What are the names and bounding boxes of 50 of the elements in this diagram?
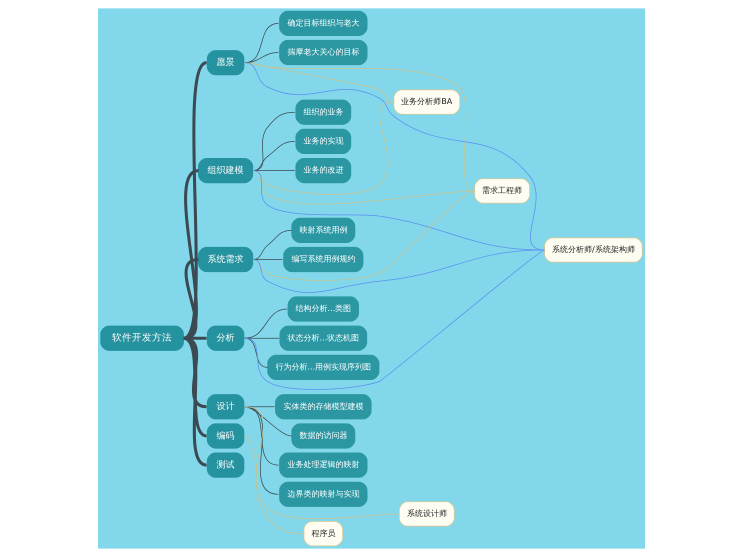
connector	[244, 22, 279, 64]
node-box: 业务处理逻辑的映射	[279, 452, 368, 478]
connector	[244, 62, 476, 192]
node-box: 业务分析师BA	[393, 89, 460, 115]
node-box: 业务的实现	[295, 128, 352, 154]
node-box: 组织的业务	[295, 100, 352, 125]
connector	[252, 170, 296, 171]
node-box: 需求工程师	[474, 178, 530, 204]
node-box: 确定目标组织与老大	[279, 10, 368, 36]
node-box: 愿景	[206, 50, 244, 76]
connector	[244, 406, 399, 520]
connector	[244, 406, 279, 495]
node-box: 软件开发方法	[100, 326, 184, 351]
connector	[252, 141, 296, 171]
connector	[182, 62, 208, 340]
node-box: 边界类的映射与实现	[279, 482, 368, 507]
connector	[244, 250, 545, 390]
node-box: 系统设计师	[398, 501, 455, 527]
node-box: 实体类的存储模型建模	[275, 394, 372, 420]
connector	[252, 259, 283, 260]
connector	[252, 102, 394, 195]
connector	[252, 230, 292, 260]
node-box: 组织建模	[198, 158, 254, 184]
connector	[182, 336, 208, 467]
connector	[244, 436, 304, 534]
connector	[182, 336, 208, 438]
node-box: 行为分析...用例实现序列图	[267, 354, 380, 380]
connector	[244, 406, 292, 436]
connector	[244, 52, 279, 64]
node-box: 测试	[206, 452, 244, 478]
node-box: 编码	[206, 423, 244, 449]
node-box: 系统分析师/系统架构师	[544, 237, 643, 263]
node-box: 设计	[206, 394, 244, 420]
node-box: 程序员	[304, 521, 344, 546]
node-box: 数据的访问器	[291, 423, 356, 449]
connector	[252, 190, 476, 281]
node-box: 映射系统用例	[291, 218, 356, 243]
node-box: 揣摩老大关心的目标	[279, 40, 368, 66]
node-box: 系统需求	[198, 246, 254, 272]
connector	[244, 62, 394, 102]
connector	[244, 308, 288, 339]
node-box: 分析	[206, 326, 244, 351]
node-box: 状态分析...状态机图	[279, 326, 368, 351]
node-box: 结构分析...类图	[288, 296, 360, 322]
node-box: 编写系统用例规约	[283, 246, 364, 272]
node-box: 业务的改进	[295, 158, 352, 184]
connector	[252, 112, 296, 171]
connector	[252, 170, 476, 204]
connector	[244, 406, 279, 466]
connector	[252, 250, 545, 293]
